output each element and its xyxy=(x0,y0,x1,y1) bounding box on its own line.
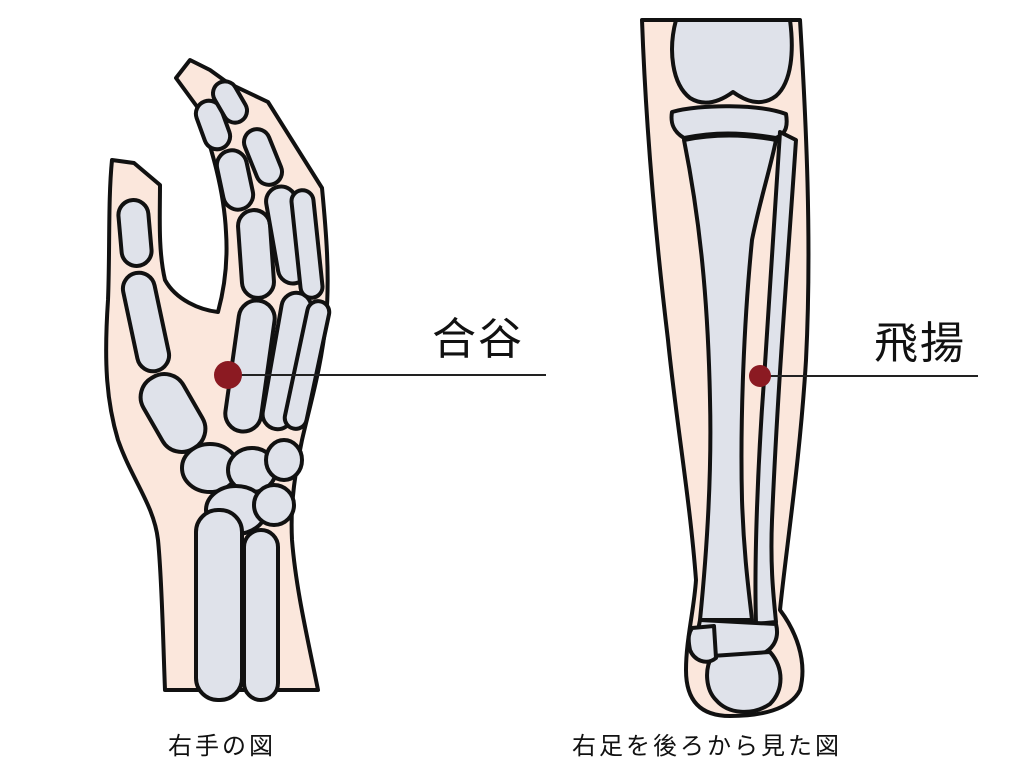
hand-acupoint-label: 合谷 xyxy=(432,314,524,365)
index-middle xyxy=(214,148,256,212)
leg-figure xyxy=(640,18,811,718)
calcaneus-bone xyxy=(705,650,783,714)
tibia-bone xyxy=(682,133,778,622)
ring-proximal xyxy=(289,188,325,300)
hand-acupoint-marker xyxy=(214,361,242,389)
leg-acupoint-marker xyxy=(749,365,771,387)
carpal-5 xyxy=(252,483,296,527)
middle-distal xyxy=(211,79,249,125)
thumb-distal-phalanx xyxy=(116,198,154,268)
thumb-proximal-phalanx xyxy=(120,270,172,374)
radius-bone xyxy=(194,508,244,702)
hand-caption: 右手の図 xyxy=(168,732,276,760)
index-proximal xyxy=(236,208,276,300)
ulna-bone xyxy=(242,528,280,702)
femur-condyle xyxy=(670,18,794,105)
carpal-3 xyxy=(264,438,304,482)
middle-middle xyxy=(242,127,284,187)
ring-metacarpal xyxy=(282,299,332,431)
tarsal-bone xyxy=(686,624,718,664)
leg-caption: 右足を後ろから見た図 xyxy=(572,732,842,760)
tibia-plateau xyxy=(669,104,789,140)
leg-acupoint-label: 飛揚 xyxy=(874,318,966,369)
